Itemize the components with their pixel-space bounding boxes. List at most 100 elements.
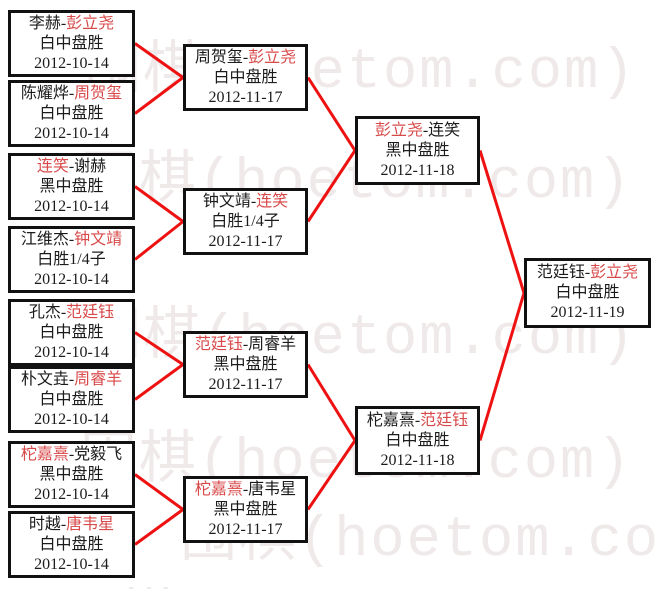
connector-line: [134, 473, 184, 511]
match-players: 彭立尧-连笑: [375, 121, 460, 141]
player-name: 江维杰-: [20, 230, 75, 248]
match-box-r1-7: 柁嘉熹-党毅飞 黑中盘胜 2012-10-14: [8, 441, 135, 508]
match-result: 白中盘胜: [39, 535, 104, 553]
match-date: 2012-10-14: [34, 270, 109, 288]
winner-name: 彭立尧: [248, 48, 297, 66]
match-box-sf-1: 彭立尧-连笑 黑中盘胜 2012-11-18: [355, 116, 480, 185]
match-date: 2012-10-14: [34, 124, 109, 142]
match-date: 2012-10-14: [34, 197, 109, 215]
connector-line: [134, 331, 184, 366]
match-result: 白中盘胜: [39, 34, 104, 52]
match-players: 范廷钰-周睿羊: [195, 335, 296, 355]
match-result: 白中盘胜: [213, 68, 278, 86]
match-result: 白胜1/4子: [211, 212, 280, 230]
match-result: 白中盘胜: [39, 104, 104, 122]
connector-line: [134, 363, 184, 401]
connector-line: [306, 363, 357, 442]
match-result: 黑中盘胜: [39, 465, 104, 483]
connector-line: [478, 150, 526, 294]
player-name: 李赫-: [28, 14, 67, 32]
match-date: 2012-11-18: [380, 451, 455, 469]
player-name: 孔杰-: [28, 303, 67, 321]
match-date: 2012-10-14: [34, 343, 109, 361]
match-date: 2012-11-17: [208, 88, 283, 106]
winner-name: 柁嘉熹: [20, 445, 69, 463]
winner-name: 唐韦星: [66, 515, 115, 533]
match-box-r1-4: 江维杰-钟文靖 白胜1/4子 2012-10-14: [8, 226, 135, 293]
winner-name: 连笑: [36, 157, 69, 175]
player-name: 周贺玺-: [194, 48, 249, 66]
player-name: 时越-: [28, 515, 67, 533]
match-result: 白中盘胜: [385, 431, 450, 449]
winner-name: 连笑: [256, 192, 289, 210]
winner-name: 周睿羊: [74, 370, 123, 388]
match-players: 江维杰-钟文靖: [21, 230, 122, 250]
winner-name: 柁嘉熹: [194, 480, 243, 498]
winner-name: 钟文靖: [74, 230, 123, 248]
player-name: 范廷钰-: [536, 264, 591, 281]
match-players: 范廷钰-彭立尧: [537, 263, 638, 283]
winner-name: 周贺玺: [74, 84, 123, 102]
match-date: 2012-11-17: [208, 520, 283, 538]
match-box-r2-3: 范廷钰-周睿羊 黑中盘胜 2012-11-17: [183, 331, 308, 398]
connector-line: [478, 292, 526, 441]
match-players: 陈耀烨-周贺玺: [21, 84, 122, 104]
match-players: 李赫-彭立尧: [29, 14, 114, 34]
connector-line: [134, 42, 184, 79]
player-name: -党毅飞: [68, 445, 123, 463]
match-players: 柁嘉熹-唐韦星: [195, 480, 296, 500]
match-date: 2012-11-18: [380, 161, 455, 179]
match-date: 2012-10-14: [34, 410, 109, 428]
match-box-r1-8: 时越-唐韦星 白中盘胜 2012-10-14: [8, 511, 135, 578]
match-box-r2-4: 柁嘉熹-唐韦星 黑中盘胜 2012-11-17: [183, 476, 308, 543]
winner-name: 彭立尧: [590, 264, 639, 281]
match-box-r2-2: 钟文靖-连笑 白胜1/4子 2012-11-17: [183, 188, 308, 255]
player-name: 柁嘉熹-: [366, 411, 421, 429]
player-name: -连笑: [422, 121, 461, 139]
connector-line: [306, 439, 357, 511]
match-result: 黑中盘胜: [385, 141, 450, 159]
match-date: 2012-11-17: [208, 232, 283, 250]
match-date: 2012-10-14: [34, 54, 109, 72]
match-date: 2012-10-14: [34, 555, 109, 573]
match-box-sf-2: 柁嘉熹-范廷钰 白中盘胜 2012-11-18: [355, 406, 480, 475]
match-box-final: 范廷钰-彭立尧 白中盘胜 2012-11-19: [524, 258, 651, 328]
match-date: 2012-11-17: [208, 375, 283, 393]
match-box-r1-1: 李赫-彭立尧 白中盘胜 2012-10-14: [8, 10, 135, 77]
match-players: 周贺玺-彭立尧: [195, 48, 296, 68]
connector-line: [306, 76, 357, 152]
match-players: 朴文垚-周睿羊: [21, 370, 122, 390]
match-result: 白中盘胜: [39, 390, 104, 408]
match-result: 黑中盘胜: [39, 177, 104, 195]
winner-name: 彭立尧: [66, 14, 115, 32]
match-players: 连笑-谢赫: [37, 157, 106, 177]
winner-name: 范廷钰: [420, 411, 469, 429]
winner-name: 范廷钰: [66, 303, 115, 321]
connector-line: [134, 508, 184, 546]
connector-line: [134, 185, 184, 223]
winner-name: 彭立尧: [374, 121, 423, 139]
player-name: 陈耀烨-: [20, 84, 75, 102]
match-result: 白中盘胜: [555, 284, 620, 301]
player-name: 朴文垚-: [20, 370, 75, 388]
winner-name: 范廷钰: [194, 335, 243, 353]
match-players: 柁嘉熹-范廷钰: [367, 411, 468, 431]
match-players: 孔杰-范廷钰: [29, 303, 114, 323]
player-name: 钟文靖-: [202, 192, 257, 210]
connector-line: [306, 149, 357, 223]
match-box-r1-5: 孔杰-范廷钰 白中盘胜 2012-10-14: [8, 299, 135, 366]
match-result: 黑中盘胜: [213, 355, 278, 373]
match-box-r1-2: 陈耀烨-周贺玺 白中盘胜 2012-10-14: [8, 80, 135, 147]
match-box-r2-1: 周贺玺-彭立尧 白中盘胜 2012-11-17: [183, 44, 308, 111]
match-date: 2012-10-14: [34, 485, 109, 503]
match-result: 白中盘胜: [39, 323, 104, 341]
connector-line: [134, 220, 184, 261]
player-name: -谢赫: [68, 157, 107, 175]
match-result: 黑中盘胜: [213, 500, 278, 518]
connector-line: [134, 76, 184, 115]
match-players: 柁嘉熹-党毅飞: [21, 445, 122, 465]
match-box-r1-3: 连笑-谢赫 黑中盘胜 2012-10-14: [8, 153, 135, 220]
match-players: 时越-唐韦星: [29, 515, 114, 535]
